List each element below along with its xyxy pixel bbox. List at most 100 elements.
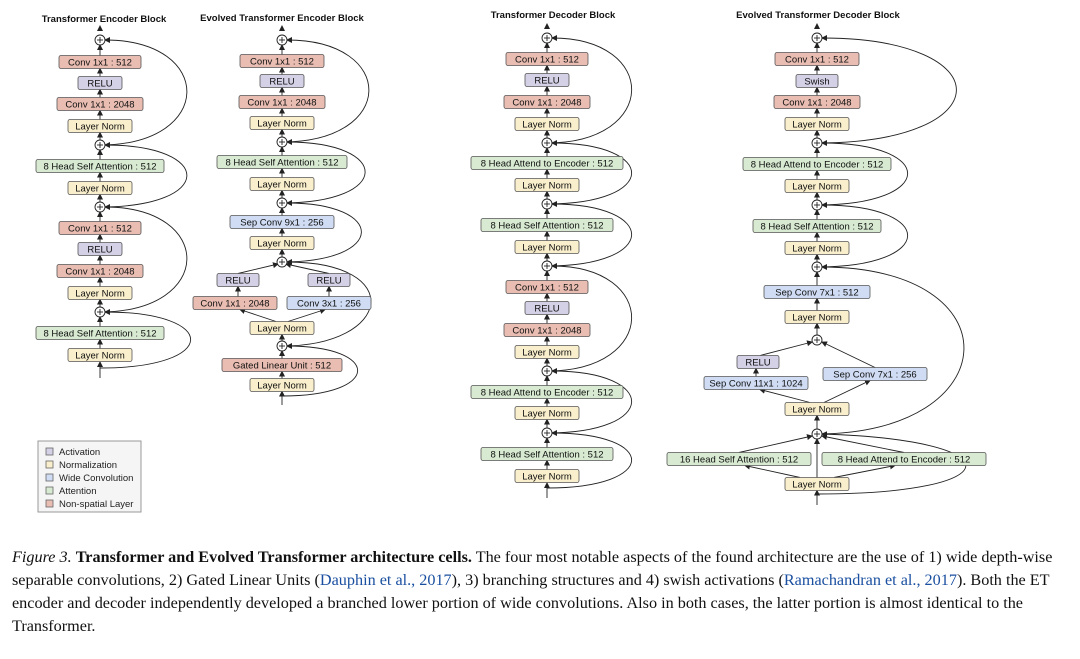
title-evolved-decoder: Evolved Transformer Decoder Block	[736, 10, 900, 21]
layer-box-activation	[77, 76, 123, 90]
layer-box-normalization	[249, 378, 315, 392]
layer-box-wide-convolution	[286, 296, 372, 310]
layer-label: 8 Head Attend to Encoder : 512	[751, 159, 884, 170]
legend-swatch-non-spatial	[45, 499, 54, 508]
layer-box-activation	[736, 355, 780, 369]
layer-box-non-spatial	[58, 221, 142, 235]
layer-label: Layer Norm	[522, 180, 572, 191]
flow-line	[823, 379, 871, 403]
legend-label-attention: Attention	[59, 486, 97, 497]
layer-label: RELU	[745, 357, 770, 368]
residual-connection	[816, 35, 957, 144]
residual-connection	[546, 140, 632, 205]
layer-label: Layer Norm	[75, 288, 125, 299]
layer-label: Sep Conv 7x1 : 512	[775, 287, 858, 298]
layer-box-attention	[666, 452, 812, 466]
layer-label: Layer Norm	[792, 243, 842, 254]
layer-box-normalization	[249, 321, 315, 335]
layer-label: Conv 1x1 : 512	[515, 54, 579, 65]
legend-swatch-attention	[45, 486, 54, 495]
layer-box-non-spatial	[56, 264, 144, 278]
layer-box-normalization	[784, 310, 850, 324]
layer-box-normalization	[784, 117, 850, 131]
layer-label: 8 Head Self Attention : 512	[490, 220, 603, 231]
flow-line	[285, 262, 330, 274]
layer-label: Conv 1x1 : 2048	[782, 97, 851, 108]
layer-box-normalization	[249, 236, 315, 250]
layer-label: Sep Conv 11x1 : 1024	[709, 378, 802, 389]
layer-label: Conv 3x1 : 256	[297, 298, 361, 309]
layer-box-activation	[77, 242, 123, 256]
layer-box-attention	[35, 159, 165, 173]
layer-label: Conv 1x1 : 2048	[512, 325, 581, 336]
residual-connection	[816, 264, 965, 435]
flow-line	[821, 341, 876, 368]
layer-box-normalization	[514, 178, 580, 192]
layer-label: Conv 1x1 : 512	[515, 282, 579, 293]
layer-box-activation	[216, 273, 260, 287]
layer-label: 8 Head Attend to Encoder : 512	[481, 158, 614, 169]
residual-connection	[816, 140, 909, 206]
layer-label: Layer Norm	[522, 242, 572, 253]
layer-label: RELU	[269, 76, 294, 87]
flow-line	[287, 308, 326, 322]
layer-label: Layer Norm	[257, 238, 307, 249]
layer-label: Layer Norm	[75, 121, 125, 132]
layer-label: Sep Conv 9x1 : 256	[240, 217, 323, 228]
layer-label: Layer Norm	[792, 312, 842, 323]
flow-line	[237, 262, 279, 274]
layer-box-non-spatial	[56, 97, 144, 111]
layer-label: Conv 1x1 : 512	[250, 56, 314, 67]
layer-box-attention	[821, 452, 987, 466]
layer-box-attention	[742, 157, 892, 171]
layer-label: Conv 1x1 : 512	[785, 54, 849, 65]
layer-label: Conv 1x1 : 512	[68, 57, 132, 68]
layer-box-normalization	[67, 119, 133, 133]
layer-box-attention	[470, 385, 624, 399]
layer-box-activation	[524, 73, 570, 87]
layer-label: Layer Norm	[522, 347, 572, 358]
legend-swatch-normalization	[45, 460, 54, 469]
flow-line	[833, 463, 896, 478]
layer-box-non-spatial	[503, 95, 591, 109]
layer-box-wide-convolution	[229, 215, 335, 229]
figure-caption: Figure 3. Transformer and Evolved Transf…	[12, 546, 1072, 638]
layer-label: Conv 1x1 : 2048	[65, 266, 134, 277]
layer-label: 8 Head Self Attention : 512	[43, 161, 156, 172]
layer-box-non-spatial	[505, 52, 589, 66]
layer-box-attention	[752, 219, 882, 233]
layer-box-non-spatial	[192, 296, 278, 310]
layer-label: Layer Norm	[522, 471, 572, 482]
caption-citation-dauphin[interactable]: Dauphin et al., 2017	[319, 571, 452, 589]
layer-box-normalization	[784, 179, 850, 193]
layer-box-normalization	[67, 286, 133, 300]
legend-swatch-wide-convolution	[45, 473, 54, 482]
flow-line	[239, 308, 277, 322]
layer-box-normalization	[67, 181, 133, 195]
residual-connection	[281, 343, 359, 397]
layer-box-non-spatial	[773, 95, 861, 109]
layer-label: Layer Norm	[792, 119, 842, 130]
layer-label: 8 Head Attend to Encoder : 512	[838, 454, 971, 465]
legend-label-activation: Activation	[59, 447, 100, 458]
layer-label: Layer Norm	[792, 479, 842, 490]
layer-label: Layer Norm	[257, 380, 307, 391]
layer-box-activation	[795, 74, 839, 88]
layer-label: Layer Norm	[792, 404, 842, 415]
residual-connection	[816, 431, 967, 495]
caption-text-3: ). Both the ET encoder and decoder indep…	[12, 571, 1050, 635]
layer-label: Layer Norm	[522, 408, 572, 419]
legend-swatch-activation	[45, 447, 54, 456]
layer-box-attention	[480, 447, 614, 461]
caption-citation-ramachandran[interactable]: Ramachandran et al., 2017	[783, 571, 957, 589]
residual-connection	[99, 37, 188, 146]
layer-box-normalization	[514, 345, 580, 359]
layer-box-normalization	[249, 116, 315, 130]
residual-connection	[281, 200, 362, 263]
layer-label: Layer Norm	[792, 181, 842, 192]
layer-box-normalization	[249, 177, 315, 191]
layer-box-wide-convolution	[822, 367, 928, 381]
layer-label: Gated Linear Unit : 512	[233, 360, 331, 371]
